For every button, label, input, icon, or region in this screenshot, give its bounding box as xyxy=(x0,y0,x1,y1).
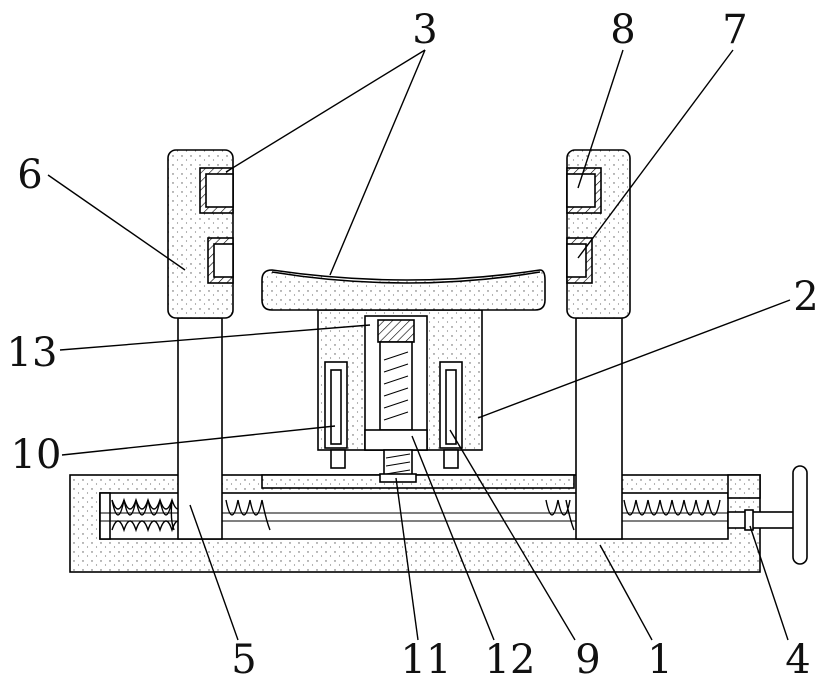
label-8: 8 xyxy=(610,7,635,53)
label-2: 2 xyxy=(793,274,818,320)
label-7: 7 xyxy=(722,7,747,53)
label-11: 11 xyxy=(401,637,452,683)
central-housing xyxy=(318,310,482,482)
label-5: 5 xyxy=(231,637,256,683)
right-column xyxy=(576,318,622,539)
label-13: 13 xyxy=(7,330,58,376)
label-6: 6 xyxy=(17,152,42,198)
label-4: 4 xyxy=(785,637,810,683)
top-saddle-plate xyxy=(262,270,545,310)
label-1: 1 xyxy=(647,637,672,683)
label-9: 9 xyxy=(575,637,600,683)
label-3: 3 xyxy=(412,7,437,53)
left-column xyxy=(178,318,222,539)
left-clamp-head xyxy=(168,150,233,318)
label-10: 10 xyxy=(11,432,62,478)
right-clamp-head xyxy=(567,150,630,318)
base-frame xyxy=(70,475,760,572)
label-12: 12 xyxy=(485,637,536,683)
